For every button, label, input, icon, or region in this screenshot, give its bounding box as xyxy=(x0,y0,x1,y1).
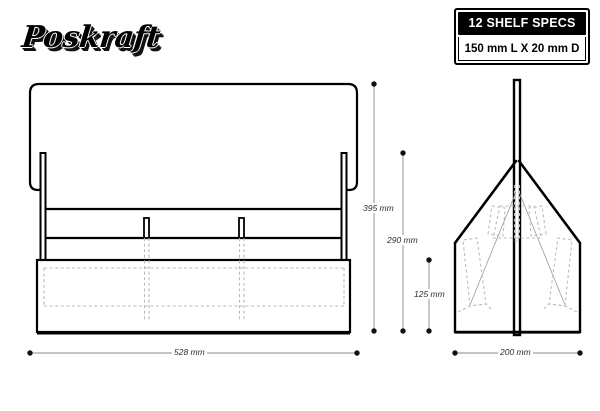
dim-dot-528-left xyxy=(27,350,33,356)
front-tray-box xyxy=(35,258,352,334)
dim-dot-395-bottom xyxy=(371,328,377,334)
dim-label-125: 125 mm xyxy=(412,289,447,299)
side-slope-right xyxy=(517,159,582,245)
spec-plate: 12 SHELF SPECS 150 mm L X 20 mm D xyxy=(454,8,590,65)
spec-plate-value: 150 mm L X 20 mm D xyxy=(458,37,586,61)
dim-label-395: 395 mm xyxy=(361,203,396,213)
dim-dot-528-right xyxy=(354,350,360,356)
front-hidden-lines xyxy=(43,238,345,322)
side-guide-lines xyxy=(469,191,566,306)
side-hidden-lines xyxy=(457,185,578,313)
front-elevation-view xyxy=(28,82,359,335)
dim-dot-395-top xyxy=(371,81,377,87)
dim-dot-125-top xyxy=(426,257,432,263)
spec-plate-title: 12 SHELF SPECS xyxy=(458,12,586,35)
dim-label-290: 290 mm xyxy=(385,235,420,245)
dim-dot-200-left xyxy=(452,350,458,356)
dim-dot-290-bottom xyxy=(400,328,406,334)
dim-dot-125-bottom xyxy=(426,328,432,334)
dim-dot-290-top xyxy=(400,150,406,156)
dim-dot-200-right xyxy=(577,350,583,356)
front-divider-tab-1 xyxy=(143,217,150,239)
front-divider-tab-2 xyxy=(238,217,245,239)
dim-label-200: 200 mm xyxy=(498,347,533,357)
dim-label-528: 528 mm xyxy=(172,347,207,357)
front-back-panel xyxy=(28,82,359,184)
side-slope-left xyxy=(453,159,518,245)
side-elevation-view xyxy=(453,78,582,337)
